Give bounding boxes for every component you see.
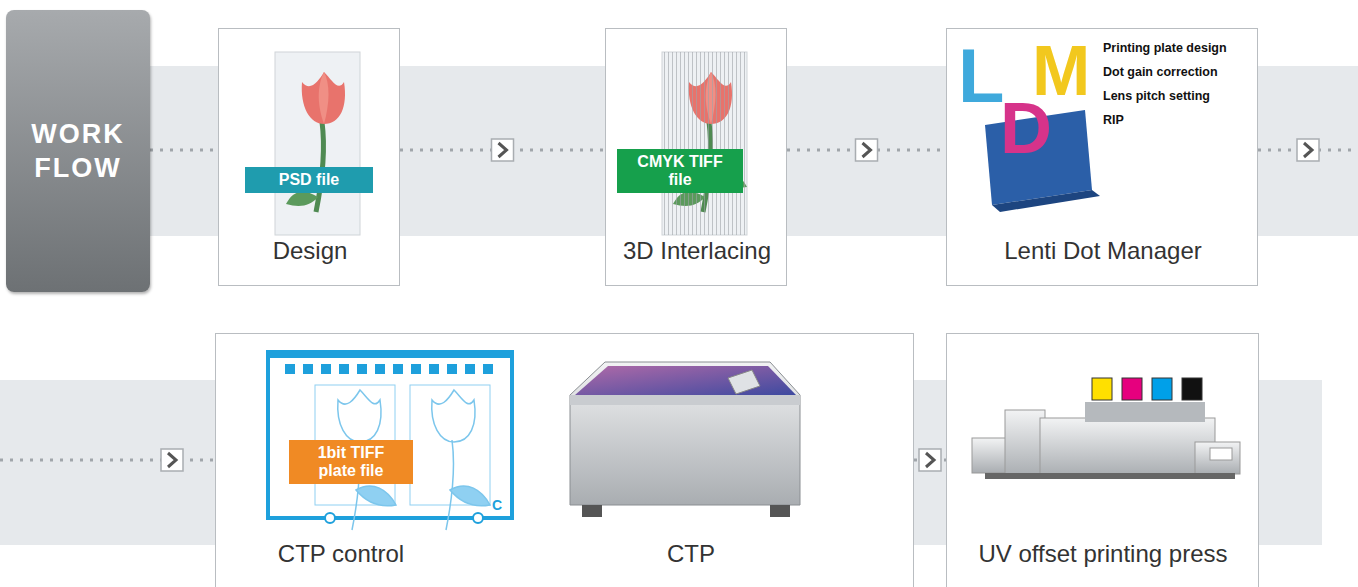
box-caption: UV offset printing press bbox=[978, 540, 1227, 568]
plate-illustration bbox=[268, 352, 512, 530]
process-box: 3D Interlacing CMYK TIFF file bbox=[605, 28, 787, 286]
workflow-fill bbox=[6, 10, 150, 292]
ctp-machine bbox=[570, 362, 800, 517]
feature-item: RIP bbox=[1103, 113, 1124, 127]
press-illustration bbox=[972, 378, 1240, 479]
feature-item: Dot gain correction bbox=[1103, 65, 1218, 79]
workflow-title: WORK FLOW bbox=[23, 117, 133, 185]
workflow-box: WORK FLOW bbox=[6, 10, 150, 292]
tag-text: CMYK TIFF file bbox=[625, 153, 735, 189]
box-caption: CTP control bbox=[278, 540, 404, 568]
flow-connector bbox=[150, 150, 218, 151]
feature-item: Lens pitch setting bbox=[1103, 89, 1210, 103]
design-illustration bbox=[275, 52, 360, 235]
process-box: CTP control CTP 1bit TIFF plate file bbox=[215, 333, 914, 587]
tag-text: 1bit TIFF plate file bbox=[297, 444, 405, 480]
file-tag: PSD file bbox=[245, 167, 373, 193]
box-caption: 3D Interlacing bbox=[623, 237, 771, 265]
box-caption: CTP bbox=[667, 540, 715, 568]
process-box: Design PSD file bbox=[218, 28, 400, 286]
plate-color-mark: C bbox=[492, 498, 502, 512]
logo-letter: M bbox=[1032, 36, 1090, 106]
flow-connector bbox=[787, 139, 946, 161]
file-tag: 1bit TIFF plate file bbox=[289, 440, 413, 484]
logo-letter: L bbox=[958, 38, 1004, 114]
tag-text: PSD file bbox=[253, 171, 365, 189]
interlace-illustration bbox=[662, 52, 747, 235]
flow-connector bbox=[400, 139, 605, 161]
feature-item: Printing plate design bbox=[1103, 41, 1227, 55]
box-caption: Design bbox=[273, 237, 348, 265]
process-box: UV offset printing press bbox=[946, 333, 1259, 587]
box-caption: Lenti Dot Manager bbox=[1004, 237, 1201, 265]
flow-connector bbox=[914, 449, 946, 471]
file-tag: CMYK TIFF file bbox=[617, 149, 743, 193]
